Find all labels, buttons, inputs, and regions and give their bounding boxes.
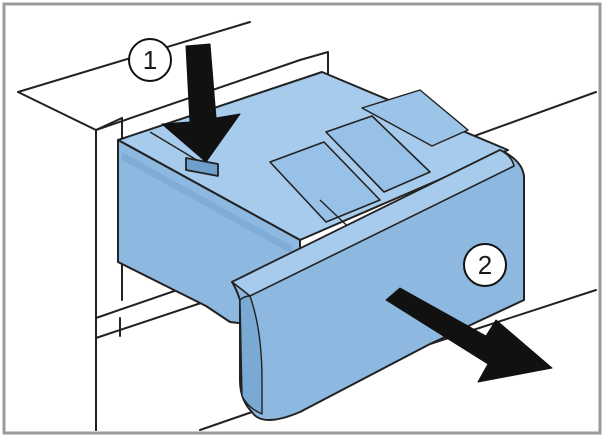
- compartment-right: [361, 89, 469, 147]
- drawer-front-panel: [231, 149, 525, 421]
- compartment-left: [269, 141, 381, 223]
- step-number-1: 1: [143, 45, 157, 75]
- pull-out-arrow-icon: [385, 287, 553, 383]
- drawer-rim: [122, 152, 292, 254]
- detergent-drawer: [117, 71, 525, 421]
- release-catch: [185, 157, 219, 177]
- drawer-front-edge: [239, 295, 263, 415]
- step-marker-2: 2: [463, 243, 507, 287]
- drawer-front-bevel: [231, 149, 515, 297]
- push-down-arrow-icon: [161, 43, 241, 163]
- step-marker-1: 1: [128, 38, 172, 82]
- compartment-middle: [325, 115, 431, 193]
- step-number-2: 2: [478, 250, 492, 280]
